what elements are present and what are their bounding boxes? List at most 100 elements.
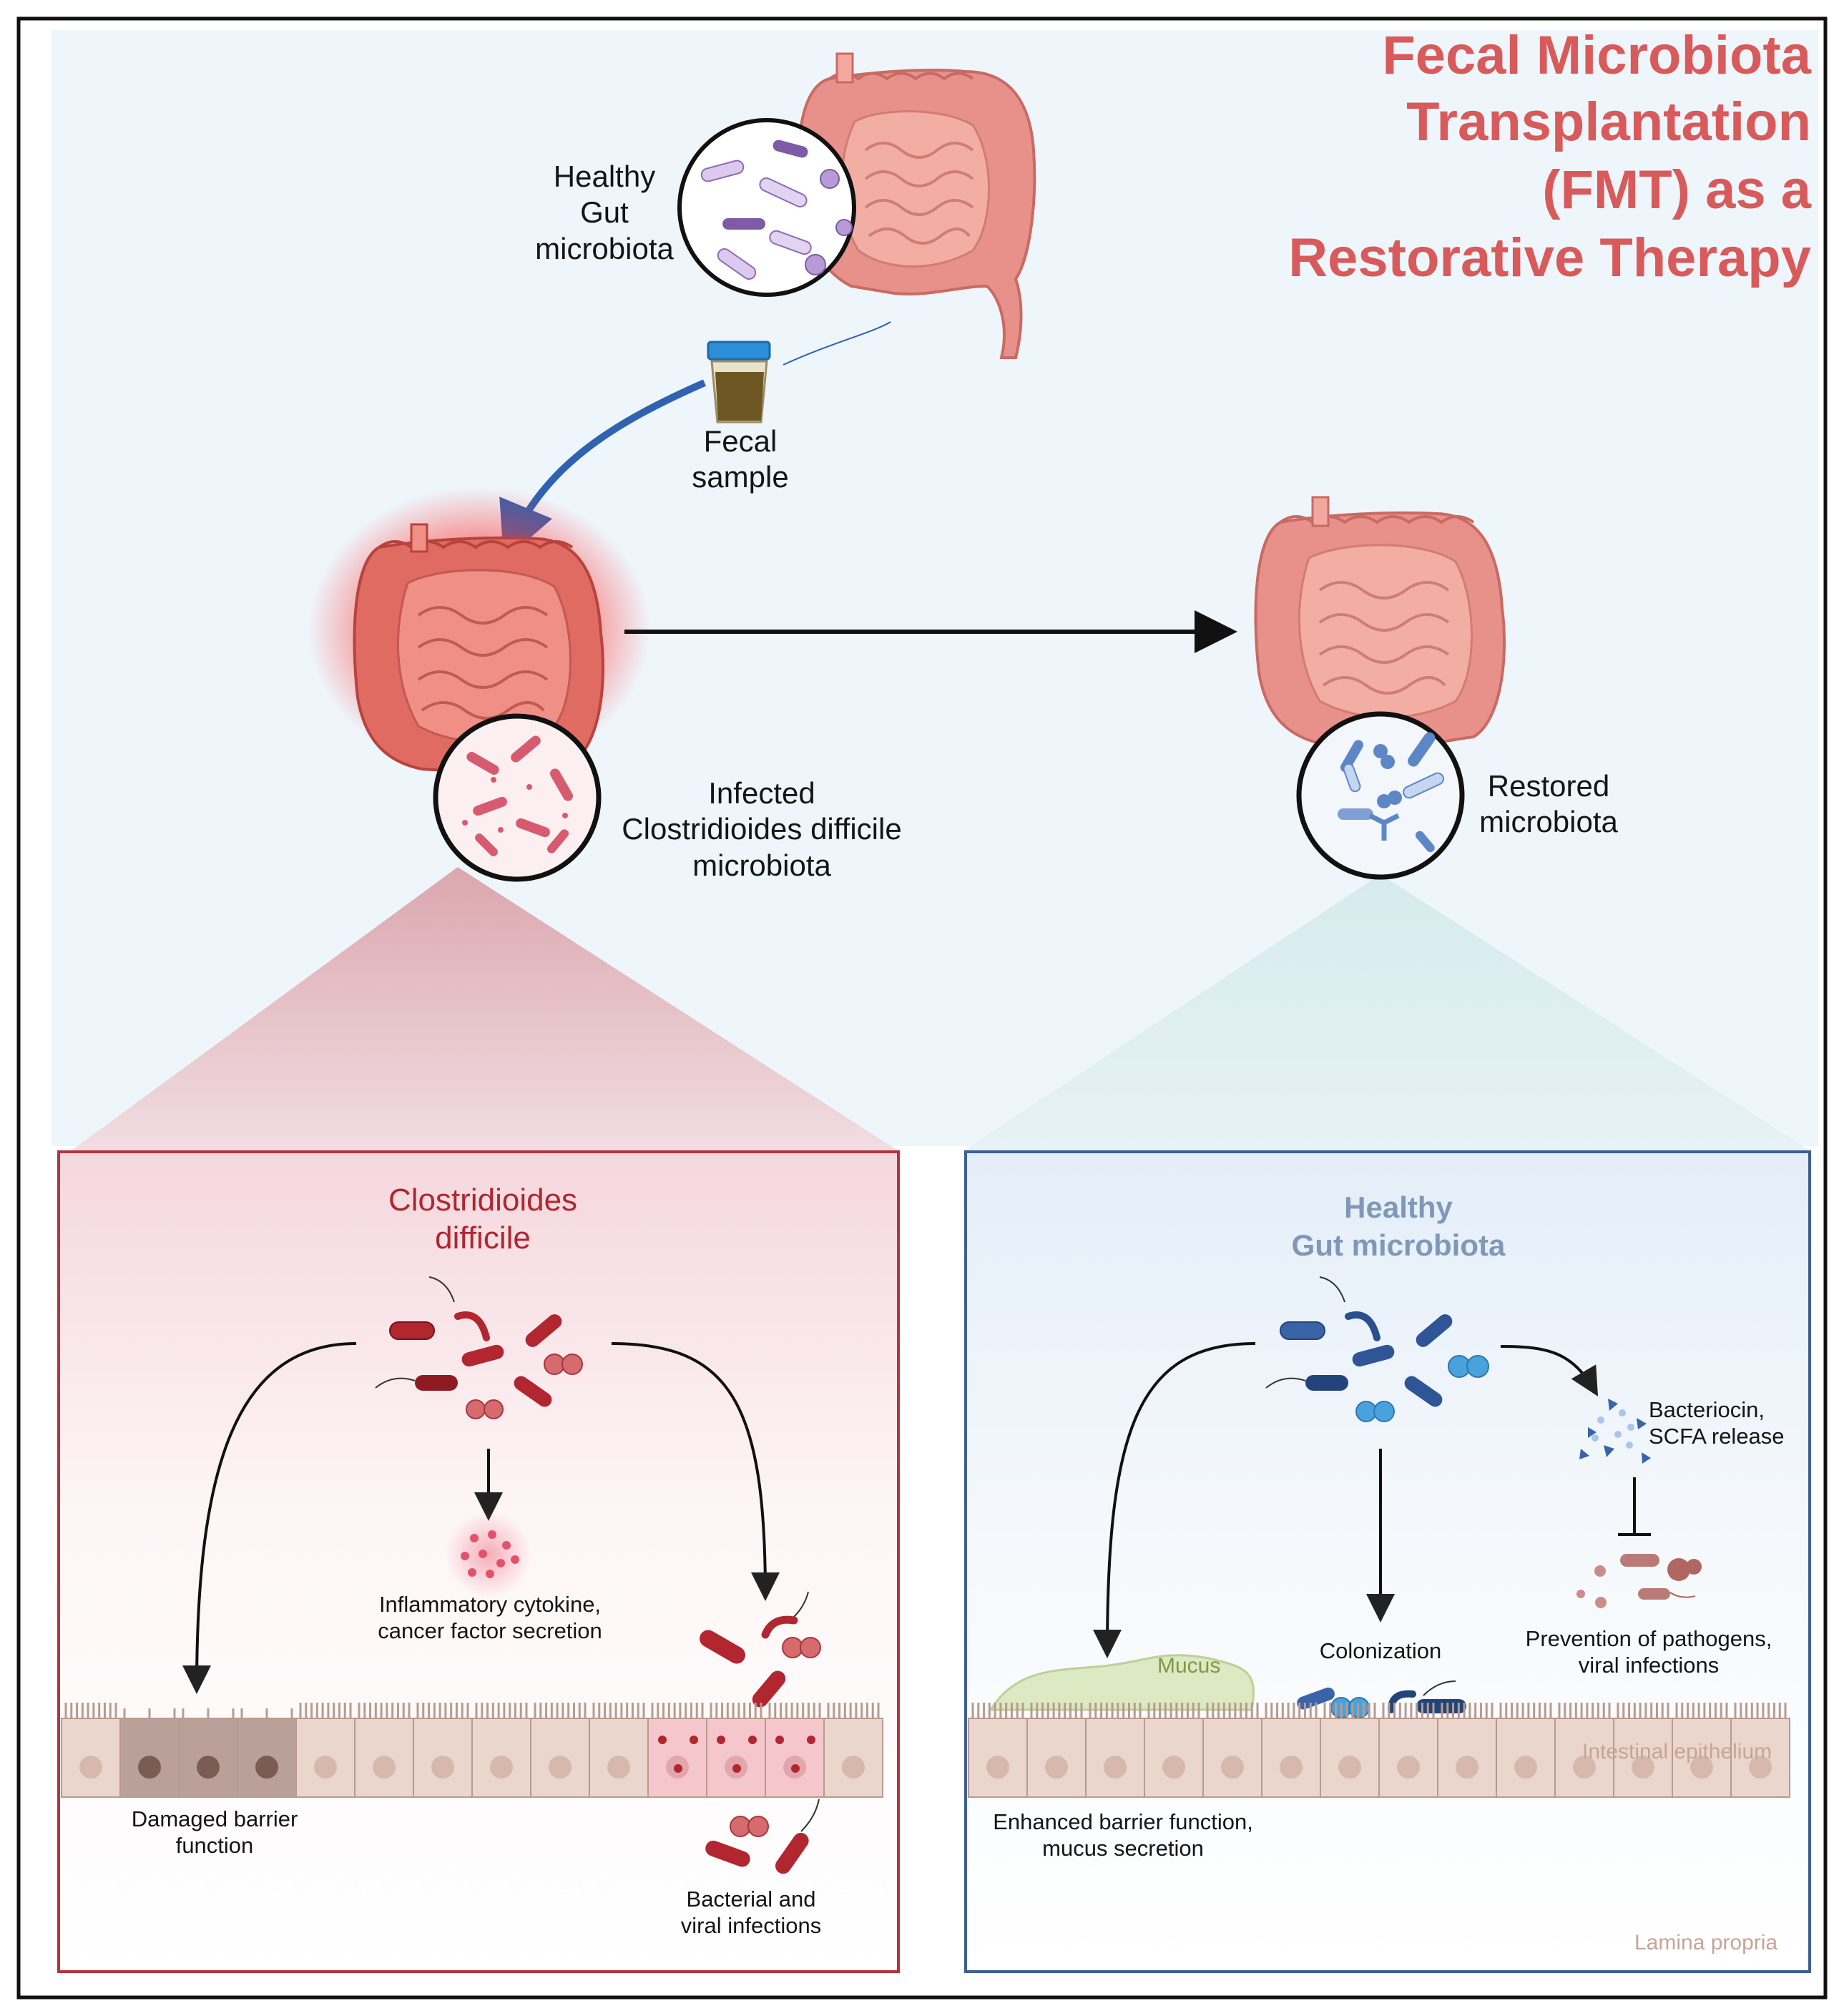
cell-nucleus bbox=[79, 1756, 102, 1779]
microvilli bbox=[1206, 1703, 1259, 1718]
cell-nucleus bbox=[373, 1756, 396, 1779]
cdiff-bacteria-cluster bbox=[375, 1276, 583, 1419]
right-intestinal-epithelium bbox=[968, 1703, 1790, 1798]
bacteriocin-icon bbox=[1579, 1399, 1651, 1464]
microvilli bbox=[64, 1703, 117, 1718]
virus-particle bbox=[690, 1736, 698, 1744]
left-intestinal-epithelium bbox=[61, 1703, 883, 1798]
infection-label: Bacterial and viral infections bbox=[680, 1887, 822, 1939]
microvilli bbox=[416, 1703, 469, 1718]
cell-nucleus bbox=[1749, 1756, 1772, 1779]
bacteriocin-label: Bacteriocin, SCFA release bbox=[1649, 1397, 1785, 1449]
microvilli bbox=[651, 1703, 704, 1718]
microvilli bbox=[123, 1708, 176, 1718]
cell-nucleus bbox=[1514, 1756, 1537, 1779]
title-line-3: (FMT) as a bbox=[1542, 160, 1811, 220]
cell-nucleus bbox=[1162, 1756, 1185, 1779]
microvilli bbox=[592, 1703, 645, 1718]
cell-nucleus bbox=[1573, 1756, 1596, 1779]
cell-nucleus bbox=[549, 1756, 572, 1779]
microvilli bbox=[1441, 1703, 1494, 1718]
microvilli bbox=[475, 1703, 528, 1718]
microvilli bbox=[971, 1703, 1024, 1718]
microvilli bbox=[240, 1708, 293, 1718]
microvilli bbox=[768, 1703, 821, 1718]
microvilli bbox=[1675, 1703, 1728, 1718]
cell-nucleus bbox=[1338, 1756, 1361, 1779]
virus-particle bbox=[732, 1764, 741, 1773]
infected-zoom-fan bbox=[72, 867, 898, 1150]
microvilli bbox=[1030, 1703, 1083, 1718]
right-panel-heading: Healthy Gut microbiota bbox=[1291, 1190, 1506, 1262]
cytokine-label: Inflammatory cytokine, cancer factor sec… bbox=[378, 1592, 602, 1644]
inhibition-line bbox=[1618, 1477, 1651, 1536]
healthy-gut-label: Healthy Gut microbiota bbox=[535, 160, 674, 265]
cell-nucleus bbox=[490, 1756, 513, 1779]
virus-particle bbox=[658, 1736, 667, 1744]
arrow-to-infection bbox=[611, 1342, 780, 1601]
microvilli bbox=[1617, 1703, 1669, 1718]
microvilli bbox=[358, 1703, 411, 1718]
virus-particle bbox=[674, 1764, 682, 1773]
right-panel-frame bbox=[964, 1150, 1811, 1973]
cell-nucleus bbox=[255, 1756, 278, 1779]
cell-nucleus bbox=[1632, 1756, 1654, 1779]
title-line-2: Transplantation bbox=[1406, 92, 1811, 152]
virus-particle bbox=[775, 1736, 784, 1744]
cell-nucleus bbox=[986, 1756, 1009, 1779]
microvilli bbox=[710, 1703, 762, 1718]
cell-nucleus bbox=[197, 1756, 220, 1779]
cell-nucleus bbox=[1280, 1756, 1303, 1779]
virus-particle bbox=[717, 1736, 725, 1744]
deep-bacteria bbox=[705, 1799, 820, 1874]
cell-nucleus bbox=[1221, 1756, 1244, 1779]
cell-nucleus bbox=[138, 1756, 161, 1779]
cell-nucleus bbox=[607, 1756, 630, 1779]
colonization-label: Colonization bbox=[1319, 1638, 1442, 1663]
microvilli bbox=[182, 1708, 235, 1718]
lamina-propria-label: Lamina propria bbox=[1634, 1931, 1778, 1954]
microvilli bbox=[1734, 1703, 1787, 1718]
infected-microbiota-circle bbox=[433, 713, 602, 882]
title-line-1: Fecal Microbiota bbox=[1382, 25, 1811, 86]
cell-nucleus bbox=[1104, 1756, 1127, 1779]
invading-bacteria bbox=[700, 1591, 821, 1708]
microvilli bbox=[299, 1703, 352, 1718]
title-line-4: Restorative Therapy bbox=[1288, 227, 1811, 288]
microvilli bbox=[1382, 1703, 1435, 1718]
colon-icon-restored bbox=[1254, 496, 1506, 750]
microvilli bbox=[534, 1703, 587, 1718]
microvilli bbox=[1558, 1703, 1611, 1718]
arrow-to-bacteriocin bbox=[1500, 1345, 1599, 1396]
cell-nucleus bbox=[314, 1756, 337, 1779]
mucus-layer bbox=[989, 1654, 1255, 1711]
healthy-bacteria-cluster bbox=[1265, 1276, 1489, 1422]
cell-nucleus bbox=[1045, 1756, 1068, 1779]
healthy-zoom-fan bbox=[964, 874, 1810, 1150]
arrow-to-barrier bbox=[1093, 1342, 1256, 1658]
left-panel-heading: Clostridioides difficile bbox=[388, 1183, 578, 1256]
enhanced-barrier-label: Enhanced barrier function, mucus secreti… bbox=[993, 1809, 1253, 1861]
microvilli bbox=[1499, 1703, 1552, 1718]
cytokine-icon bbox=[446, 1512, 531, 1597]
virus-particle bbox=[748, 1736, 757, 1744]
transplant-line bbox=[783, 321, 891, 366]
infected-microbiota-label: Infected Clostridioides difficile microb… bbox=[622, 776, 902, 882]
fecal-sample-cup-icon bbox=[707, 341, 771, 424]
cell-nucleus bbox=[842, 1756, 865, 1779]
mucus-label: Mucus bbox=[1157, 1654, 1221, 1678]
microvilli bbox=[1265, 1703, 1318, 1718]
microvilli bbox=[1323, 1703, 1376, 1718]
pathogen-icon bbox=[1576, 1554, 1702, 1608]
restored-microbiota-label: Restored microbiota bbox=[1479, 769, 1618, 839]
healthy-microbiota-circle bbox=[677, 118, 856, 297]
prevention-label: Prevention of pathogens, viral infection… bbox=[1525, 1626, 1772, 1678]
cell-nucleus bbox=[431, 1756, 454, 1779]
virus-particle bbox=[807, 1736, 815, 1744]
epithelium-label: Intestinal epithelium bbox=[1582, 1740, 1772, 1763]
fecal-sample-label: Fecal sample bbox=[692, 424, 789, 494]
cell-nucleus bbox=[1397, 1756, 1420, 1779]
microvilli bbox=[1147, 1703, 1200, 1718]
cell-nucleus bbox=[1456, 1756, 1478, 1779]
